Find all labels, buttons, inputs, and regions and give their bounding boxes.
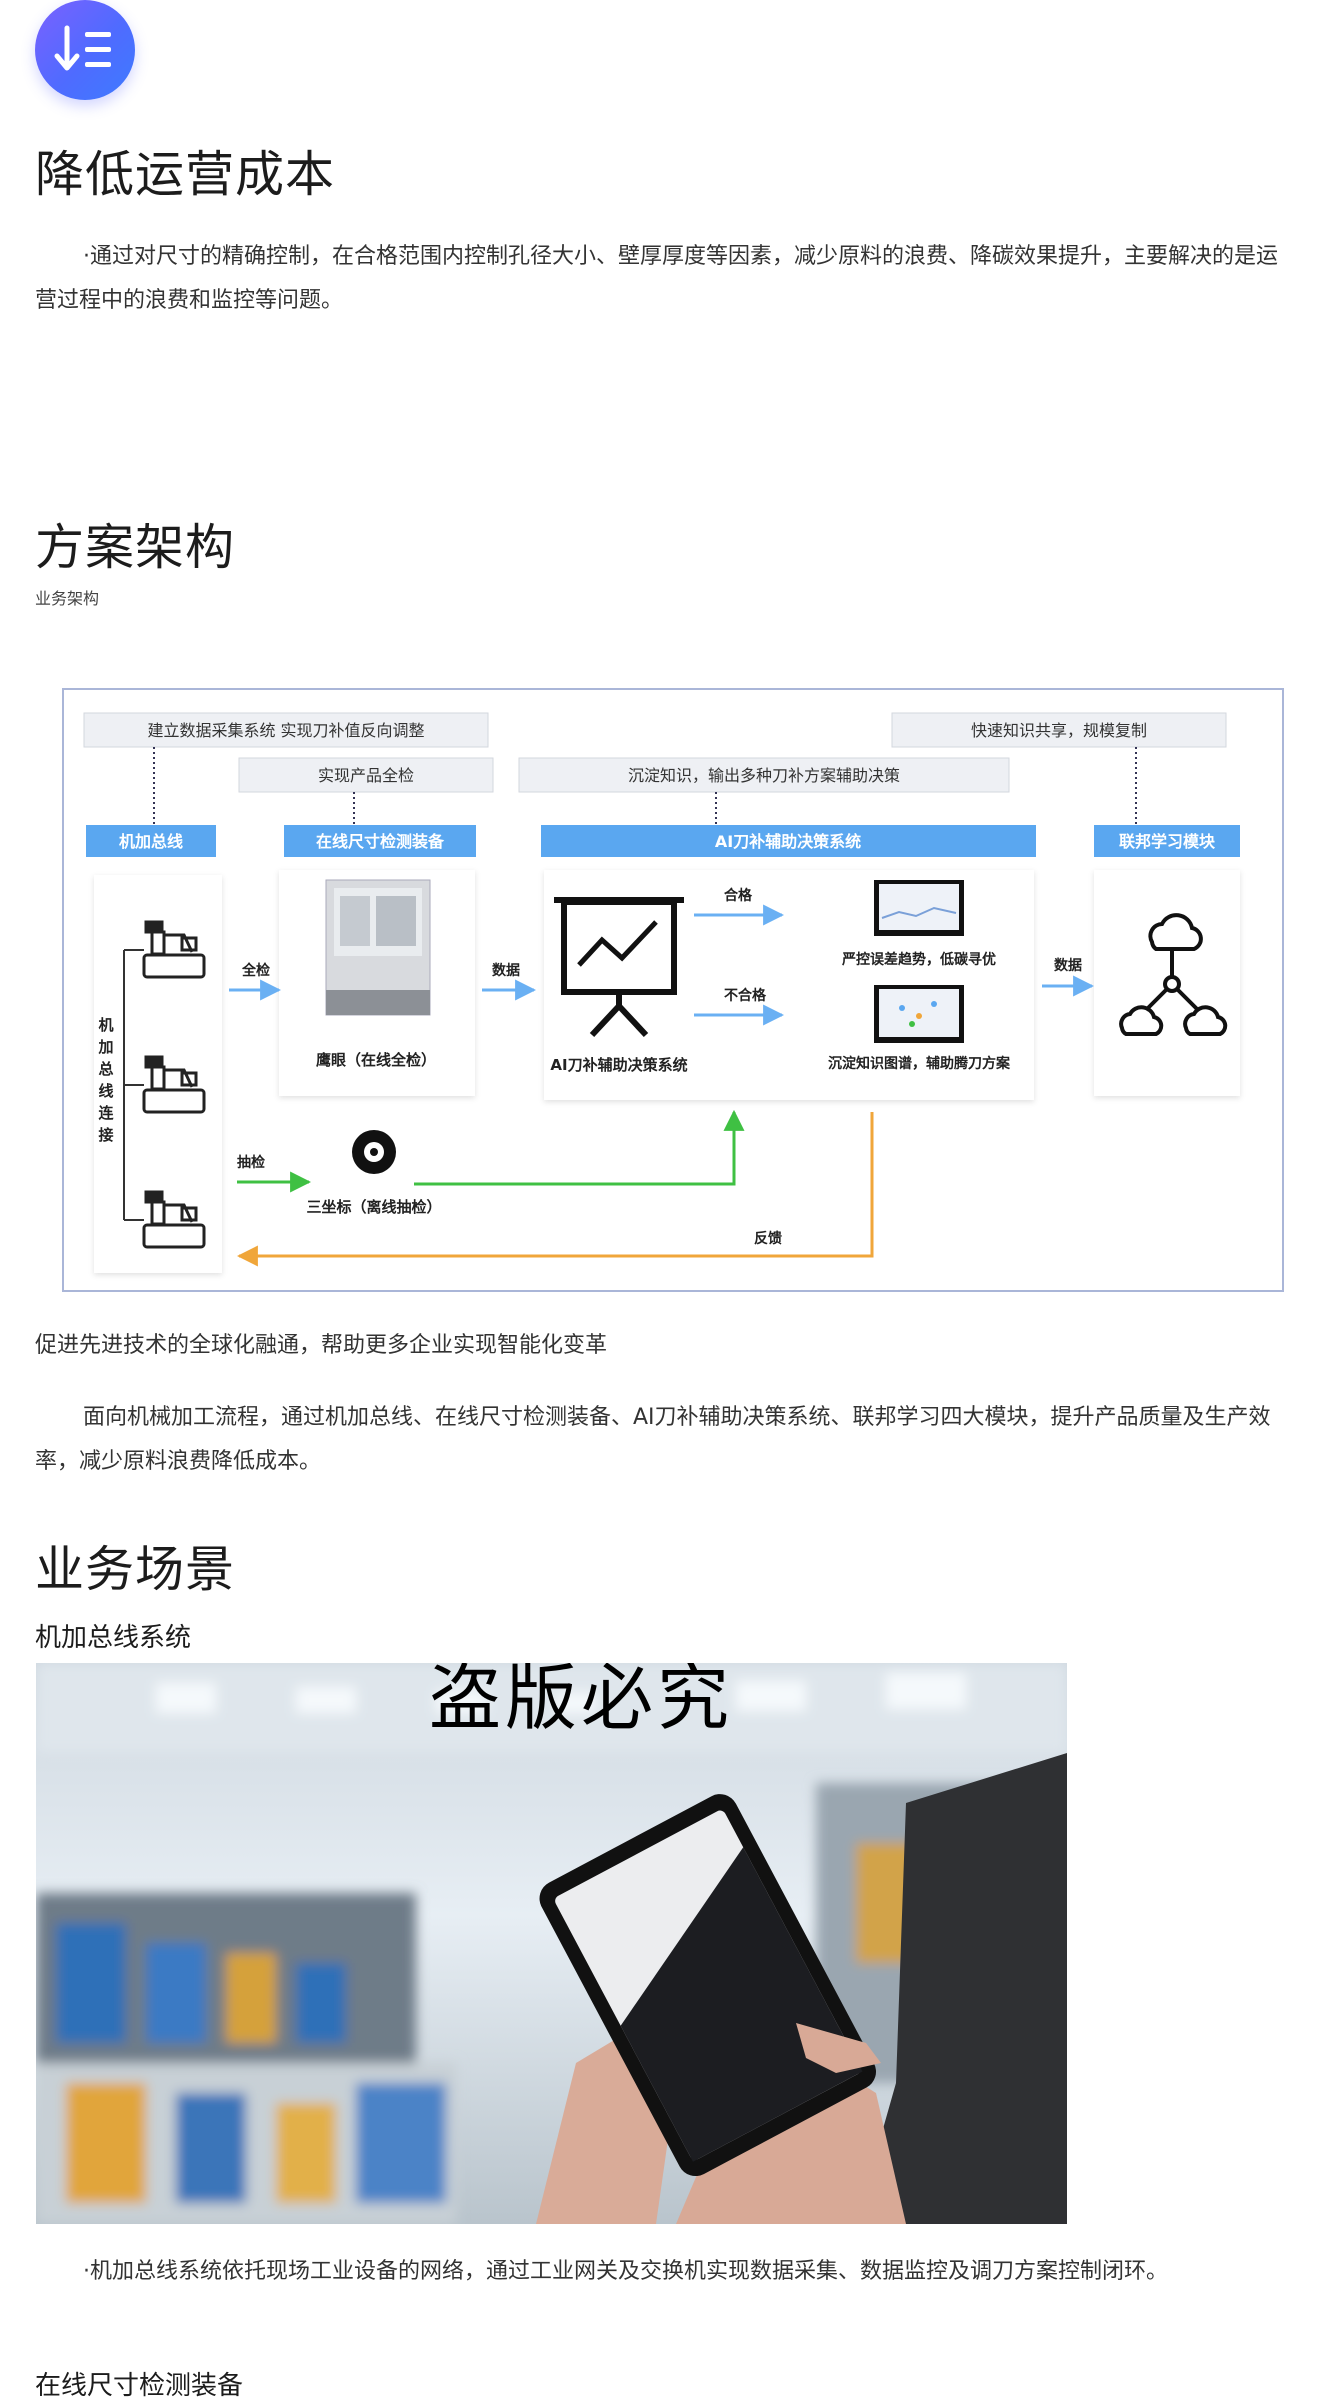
svg-text:机: 机 [98, 1016, 113, 1034]
machine-icon [142, 1055, 206, 1114]
module-online: 在线尺寸检测装备 [284, 825, 476, 857]
arrow-label-data-2: 数据 [1054, 957, 1082, 974]
arrow-label-data-1: 数据 [492, 962, 520, 979]
svg-text:线: 线 [98, 1082, 113, 1100]
section-title-scenarios: 业务场景 [35, 1541, 236, 1598]
section-title-architecture: 方案架构 [35, 519, 236, 576]
architecture-subtitle: 业务架构 [35, 589, 100, 608]
svg-text:建立数据采集系统 实现刀补值反向调整: 建立数据采集系统 实现刀补值反向调整 [147, 721, 424, 740]
caption-ai-system: AI刀补辅助决策系统 [550, 1056, 687, 1074]
svg-text:加: 加 [97, 1038, 113, 1056]
module-federated: 联邦学习模块 [1094, 825, 1240, 857]
architecture-summary: 促进先进技术的全球化融通，帮助更多企业实现智能化变革 [35, 1333, 608, 1358]
scenario-title-online-inspection: 在线尺寸检测装备 [35, 2371, 244, 2401]
svg-text:AI刀补辅助决策系统: AI刀补辅助决策系统 [715, 832, 861, 851]
label-inspect: 实现产品全检 [238, 757, 494, 793]
cloud-network-icon [1119, 913, 1228, 1036]
machine-icon [142, 920, 206, 979]
svg-text:快速知识共享，规模复制: 快速知识共享，规模复制 [971, 721, 1147, 740]
arrow-label-full-check: 全检 [241, 962, 270, 979]
presentation-chart-icon [554, 897, 684, 1038]
svg-text:在线尺寸检测装备: 在线尺寸检测装备 [316, 832, 445, 851]
bus-system-description: ·机加总线系统依托现场工业设备的网络，通过工业网关及交换机实现数据采集、数据监控… [83, 2259, 1168, 2284]
section-title-cost: 降低运营成本 [35, 146, 336, 203]
svg-text:总: 总 [98, 1060, 113, 1078]
arrow-label-pass: 合格 [724, 887, 753, 904]
caption-pass-result: 严控误差趋势，低碳寻优 [841, 951, 996, 968]
architecture-description: 面向机械加工流程，通过机加总线、在线尺寸检测装备、AI刀补辅助决策系统、联邦学习… [35, 1405, 1271, 1474]
cmm-gear-icon [352, 1130, 396, 1174]
arrow-label-sample: 抽检 [237, 1154, 265, 1171]
machine-icon [142, 1190, 206, 1249]
svg-text:联邦学习模块: 联邦学习模块 [1119, 832, 1216, 851]
caption-eagle-eye: 鹰眼（在线全检） [316, 1051, 436, 1069]
label-knowledge: 沉淀知识，输出多种刀补方案辅助决策 [518, 757, 1010, 793]
label-share: 快速知识共享，规模复制 [891, 712, 1227, 748]
scenario-title-bus-system: 机加总线系统 [35, 1623, 192, 1653]
svg-text:沉淀知识，输出多种刀补方案辅助决策: 沉淀知识，输出多种刀补方案辅助决策 [628, 766, 900, 785]
svg-text:机加总线: 机加总线 [119, 832, 183, 851]
eagle-eye-machine-image [325, 879, 431, 1016]
sort-descending-list-icon [35, 0, 135, 100]
arrow-label-feedback: 反馈 [754, 1230, 782, 1247]
pass-result-screen-image [874, 880, 964, 936]
architecture-diagram: 建立数据采集系统 实现刀补值反向调整 实现产品全检 沉淀知识，输出多种刀补方案辅… [62, 688, 1284, 1292]
bus-vertical-label: 机 加 总 线 连 接 [97, 1016, 114, 1144]
caption-cmm: 三坐标（离线抽检） [306, 1198, 441, 1216]
svg-text:接: 接 [98, 1126, 113, 1144]
watermark-text: 盗版必究 [429, 1663, 733, 1740]
fail-result-screen-image [874, 985, 964, 1043]
label-collect: 建立数据采集系统 实现刀补值反向调整 [83, 712, 489, 748]
cost-description: ·通过对尺寸的精确控制，在合格范围内控制孔径大小、壁厚厚度等因素，减少原料的浪费… [35, 244, 1278, 313]
svg-text:实现产品全检: 实现产品全检 [318, 766, 414, 785]
module-bus: 机加总线 [86, 825, 216, 857]
module-ai: AI刀补辅助决策系统 [541, 825, 1036, 857]
arrow-label-fail: 不合格 [724, 987, 767, 1004]
factory-tablet-photo: 盗版必究 [36, 1663, 1067, 2224]
svg-text:连: 连 [98, 1104, 114, 1122]
caption-fail-result: 沉淀知识图谱，辅助腾刀方案 [828, 1055, 1011, 1072]
